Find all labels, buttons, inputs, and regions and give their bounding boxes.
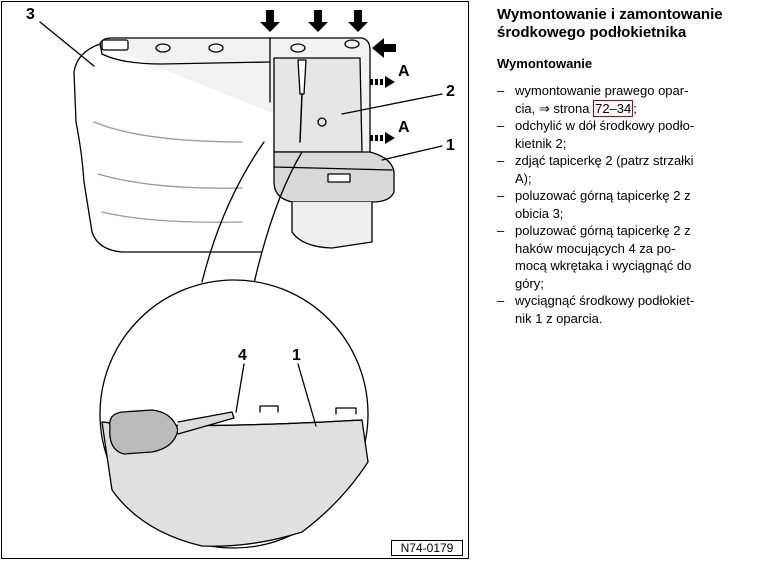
title-line-2: środkowego podłokietnika <box>497 24 687 41</box>
arrow-label-a-lower: A <box>398 119 410 136</box>
figure-frame: 3 2 1 A A 4 1 N74-0179 <box>1 1 469 559</box>
list-item: – wymontowanie prawego opar- cia, ⇒ stro… <box>497 83 689 117</box>
list-item: – poluzować górną tapicerkę 2 z haków mo… <box>497 223 692 291</box>
detail-callout-4: 4 <box>238 347 247 364</box>
instructions-column: Wymontowanie i zamontowanie środkowego p… <box>497 6 747 327</box>
page-reference-link[interactable]: 72–34 <box>593 99 634 117</box>
callout-3: 3 <box>26 6 35 23</box>
steps-list: – wymontowanie prawego opar- cia, ⇒ stro… <box>497 82 747 327</box>
armrest-illustration <box>39 10 443 549</box>
figure-id: N74-0179 <box>391 540 463 556</box>
arrow-label-a-upper: A <box>398 63 410 80</box>
title-line-1: Wymontowanie i zamontowanie <box>497 6 723 23</box>
callout-1: 1 <box>446 137 455 154</box>
page-title: Wymontowanie i zamontowanie środkowego p… <box>497 6 747 42</box>
list-item: – poluzować górną tapicerkę 2 z obicia 3… <box>497 188 691 221</box>
section-heading: Wymontowanie <box>497 56 593 71</box>
callout-2: 2 <box>446 83 455 100</box>
detail-callout-1: 1 <box>292 347 301 364</box>
list-item: – wyciągnąć środkowy podłokiet- nik 1 z … <box>497 293 695 326</box>
list-item: – zdjąć tapicerkę 2 (patrz strzałki A); <box>497 153 694 186</box>
list-item: – odchylić w dół środkowy podło- kietnik… <box>497 118 695 151</box>
